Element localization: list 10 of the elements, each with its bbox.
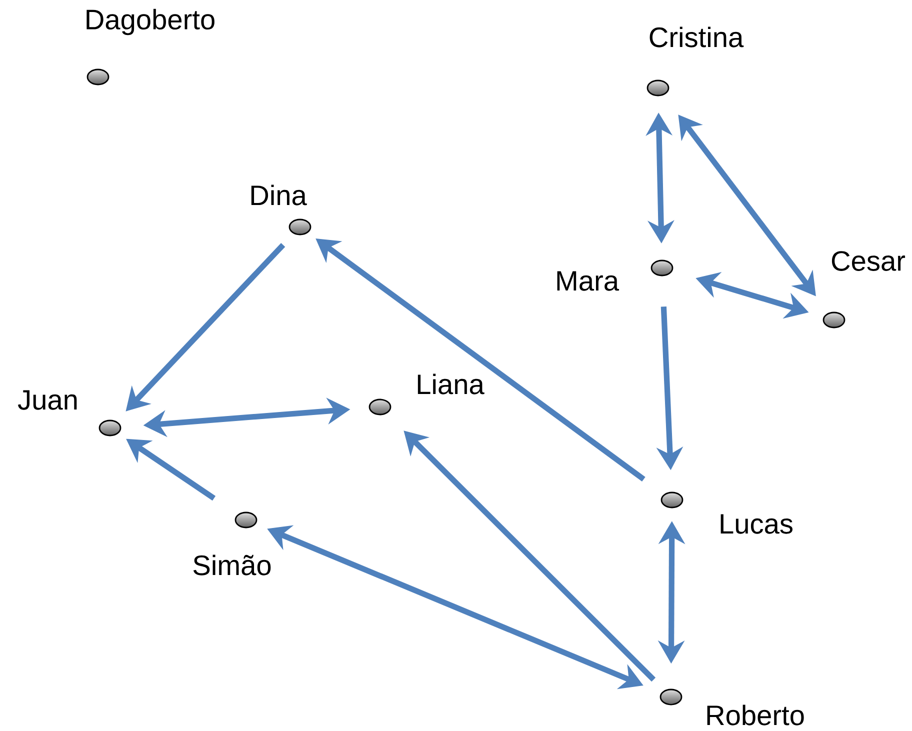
name-label: Lucas	[720, 514, 792, 534]
name-label: Liana	[418, 374, 484, 394]
name-label: Cesar	[832, 251, 906, 271]
name-label: Mara	[557, 271, 620, 291]
name-label: Juan	[18, 390, 77, 410]
name-label: Cristina	[650, 26, 744, 48]
name-label: Dina	[251, 184, 307, 206]
name-label: Simão	[193, 554, 271, 576]
name-label: Dagoberto	[86, 8, 214, 36]
name-label: Roberto	[707, 704, 804, 726]
